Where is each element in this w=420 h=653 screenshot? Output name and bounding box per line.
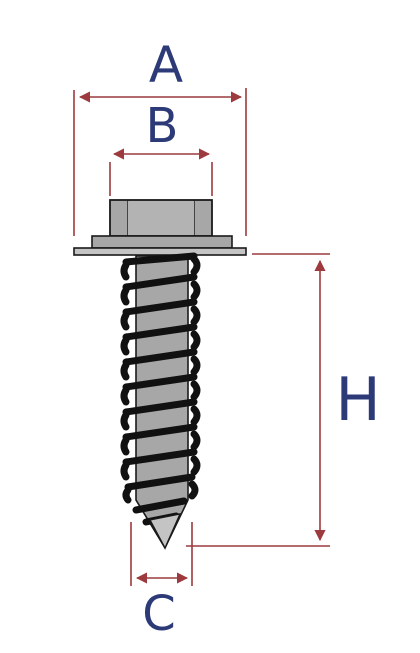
thread [120,252,201,526]
dimension-label-h: H [335,365,380,435]
washer [73,247,247,256]
dimension-label-c: C [142,586,176,642]
dimension-c [130,522,193,586]
dimension-h [186,253,330,547]
dimension-label-b: B [146,98,179,154]
hex-head [109,199,213,237]
hex-flange [91,235,233,249]
screw [73,199,247,550]
screw-tip [148,513,182,550]
dimension-b [109,148,213,196]
dimension-label-a: A [149,36,183,94]
dimension-a [73,88,247,236]
